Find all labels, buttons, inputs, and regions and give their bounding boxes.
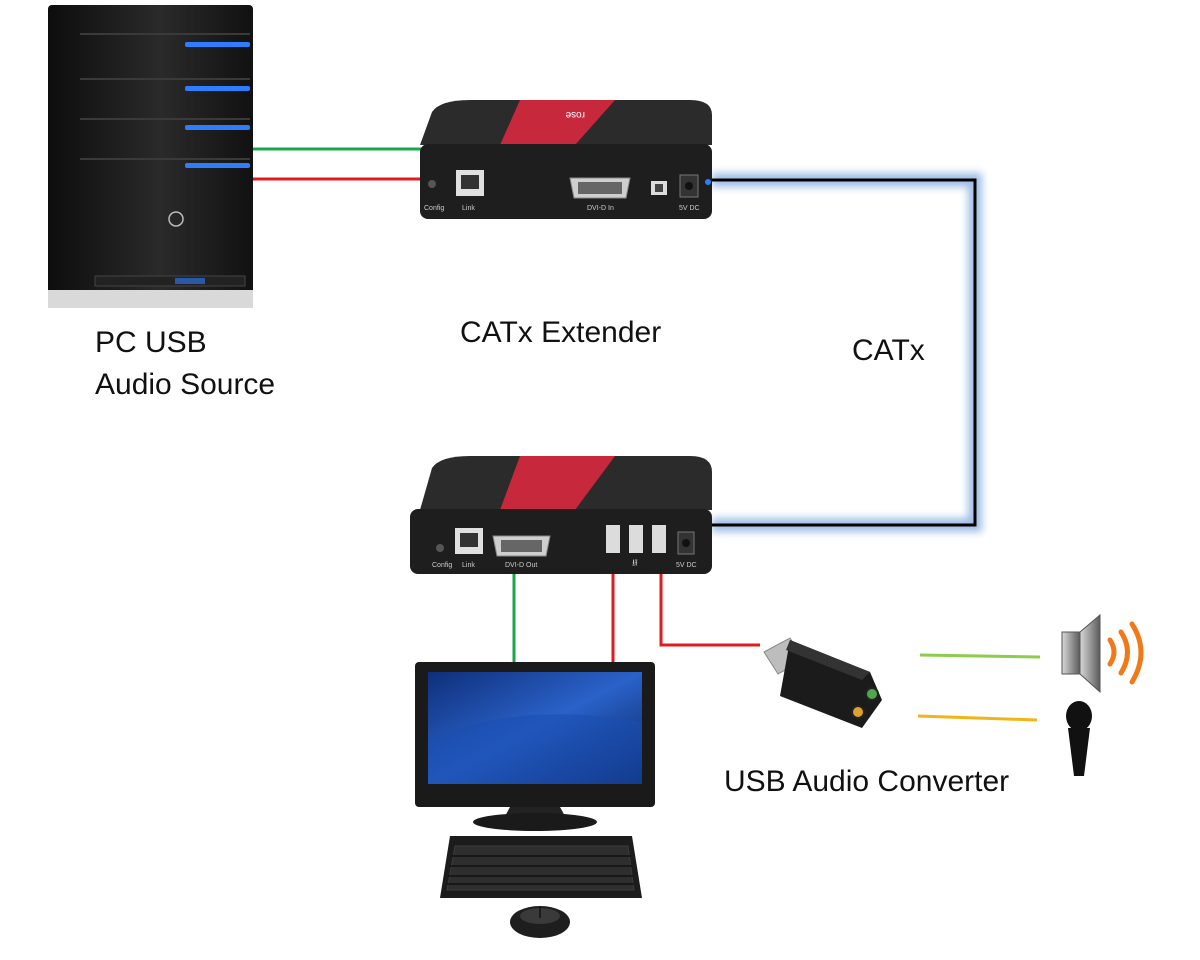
usb-a-port [606, 525, 620, 553]
mic-cable-orange [917, 714, 1038, 722]
catx-cable [712, 173, 982, 532]
usb-audio-adapter-icon [763, 637, 882, 728]
mic-jack [851, 705, 865, 719]
extender-transmitter-icon: rose Config Link DVI-D In 5V DC [420, 100, 712, 219]
config-button [428, 180, 436, 188]
speaker-icon [1061, 613, 1144, 694]
mouse-icon [510, 906, 570, 938]
dc-label: 5V DC [679, 205, 700, 212]
led-strip [185, 163, 250, 168]
headphone-jack [865, 687, 879, 701]
usb-a-port [629, 525, 643, 553]
pc-label-line2: Audio Source [95, 368, 276, 401]
link-label: Link [462, 562, 475, 569]
pc-audio-source-label: PC USB Audio Source [95, 322, 275, 406]
usb-audio-converter-label: USB Audio Converter [724, 765, 1010, 798]
led-strip [185, 125, 250, 130]
hp-logo [168, 211, 184, 227]
sound-wave [1129, 621, 1144, 685]
pc-label-line1: PC USB [95, 326, 207, 359]
pc-tower-icon [48, 5, 253, 308]
config-label: Config [432, 562, 452, 569]
usb-cable-red-adapter [659, 572, 760, 647]
catx-cable-label: CATx [852, 334, 925, 367]
extender-receiver-icon: Config Link DVI-D Out ⭿ 5V DC [410, 456, 712, 574]
usb-a-port [652, 525, 666, 553]
microphone-icon [1066, 701, 1092, 776]
dvi-in-label: DVI-D In [587, 205, 614, 212]
link-label: Link [462, 205, 475, 212]
config-button [436, 544, 444, 552]
sound-wave [1118, 629, 1130, 676]
monitor-icon [415, 662, 655, 831]
speaker-cable-green [919, 653, 1041, 659]
usb-symbol: ⭿ [632, 559, 638, 569]
catx-extender-label: CATx Extender [460, 316, 662, 349]
sound-wave [1107, 637, 1117, 667]
dvi-out-label: DVI-D Out [505, 562, 537, 569]
keyboard-icon [440, 836, 642, 898]
dc-label: 5V DC [676, 562, 697, 569]
config-label: Config [424, 205, 444, 212]
led-strip [185, 86, 250, 91]
brand-mark: rose [565, 109, 585, 120]
led-strip [185, 42, 250, 47]
